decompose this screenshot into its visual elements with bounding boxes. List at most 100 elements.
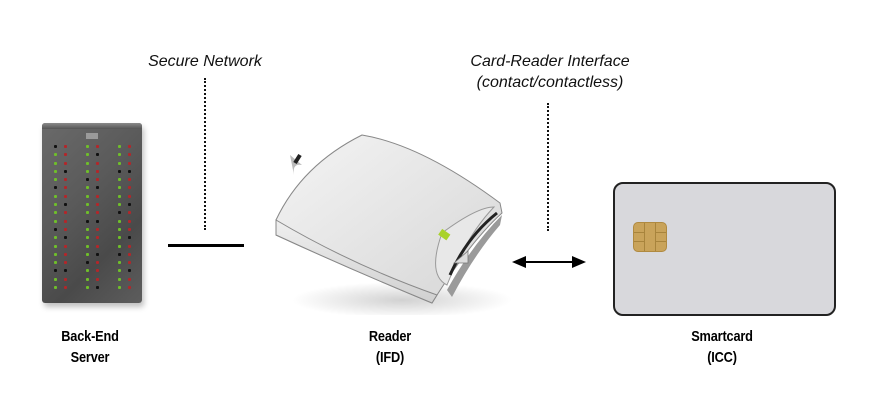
server-led: [96, 194, 99, 198]
server-led: [118, 145, 121, 148]
server-led: [86, 286, 89, 290]
server-led: [64, 203, 67, 207]
server-led: [64, 269, 67, 273]
server-led: [86, 236, 89, 240]
server-led: [64, 252, 67, 256]
server-led: [128, 261, 131, 265]
server-led: [118, 252, 121, 256]
server-led: [128, 269, 131, 273]
server-led: [96, 211, 99, 215]
server-led: [64, 244, 67, 248]
server-led: [54, 261, 57, 265]
server-led: [118, 277, 121, 281]
server-led: [118, 269, 121, 273]
server-led-column: [86, 145, 89, 294]
secure-network-link: [168, 244, 244, 247]
server-led: [54, 219, 57, 223]
secure-network-leader-line: [204, 78, 206, 230]
server-led: [128, 219, 131, 223]
server-led: [128, 244, 131, 248]
server-led: [118, 236, 121, 240]
server-led: [96, 261, 99, 265]
server-led: [128, 169, 131, 173]
smartcard-chip: [633, 222, 667, 252]
server-led: [86, 277, 89, 281]
server-led: [54, 161, 57, 165]
server-led: [54, 252, 57, 256]
server-logo: [86, 133, 98, 139]
server-led: [96, 203, 99, 207]
smartcard-label-line2: (ICC): [707, 349, 737, 366]
server-led: [96, 244, 99, 248]
server-led: [86, 244, 89, 248]
reader-indicator-light: [438, 228, 451, 241]
server-led: [64, 227, 67, 231]
server-led: [118, 169, 121, 173]
server-led-column: [128, 145, 131, 294]
server-led: [54, 169, 57, 173]
server-led: [64, 277, 67, 281]
smartcard-image: [613, 182, 836, 316]
server-led: [118, 186, 121, 190]
bidirectional-arrow: [512, 256, 586, 268]
server-label-line1: Back-End: [61, 328, 119, 345]
server-led: [54, 211, 57, 215]
server-led: [86, 186, 89, 190]
server-led-column: [118, 145, 121, 294]
card-reader-interface-line1: Card-Reader Interface: [470, 53, 630, 70]
server-led: [64, 178, 67, 182]
server-led: [128, 186, 131, 190]
server-led: [86, 269, 89, 273]
server-led: [54, 194, 57, 198]
secure-network-caption: Secure Network: [148, 53, 262, 70]
server-led: [54, 277, 57, 281]
server-led: [96, 227, 99, 231]
server-led: [86, 194, 89, 198]
server-led: [54, 178, 57, 182]
server-led: [128, 211, 131, 215]
server-led: [96, 178, 99, 182]
server-led: [128, 227, 131, 231]
server-led: [96, 219, 99, 223]
server-label: Back-End Server: [48, 326, 133, 368]
server-led: [96, 286, 99, 290]
server-led: [118, 286, 121, 290]
server-led: [54, 269, 57, 273]
smartcard-label-line1: Smartcard: [691, 328, 753, 345]
server-led: [64, 261, 67, 265]
server-led: [96, 169, 99, 173]
server-led: [64, 236, 67, 240]
server-led: [118, 194, 121, 198]
server-led: [86, 227, 89, 231]
server-led: [128, 153, 131, 157]
server-led: [86, 252, 89, 256]
server-led: [96, 153, 99, 157]
server-led: [118, 244, 121, 248]
server-led: [64, 286, 67, 290]
server-led: [118, 153, 121, 157]
server-led: [64, 161, 67, 165]
server-led: [86, 145, 89, 148]
server-led: [128, 286, 131, 290]
server-led: [96, 186, 99, 190]
server-led: [96, 161, 99, 165]
server-led: [86, 178, 89, 182]
server-led: [54, 145, 57, 148]
server-led: [128, 161, 131, 165]
smartcard-label: Smartcard (ICC): [675, 326, 769, 368]
server-led: [118, 219, 121, 223]
back-end-server-image: [42, 123, 142, 303]
server-led: [64, 194, 67, 198]
server-led: [86, 161, 89, 165]
server-led: [128, 203, 131, 207]
server-led: [54, 244, 57, 248]
server-led: [54, 227, 57, 231]
server-led: [64, 211, 67, 215]
server-led: [128, 236, 131, 240]
server-led: [54, 236, 57, 240]
server-led: [128, 277, 131, 281]
server-led: [128, 178, 131, 182]
server-led: [86, 169, 89, 173]
card-reader-interface-caption: Card-Reader Interface (contact/contactle…: [430, 51, 670, 93]
server-led: [64, 153, 67, 157]
